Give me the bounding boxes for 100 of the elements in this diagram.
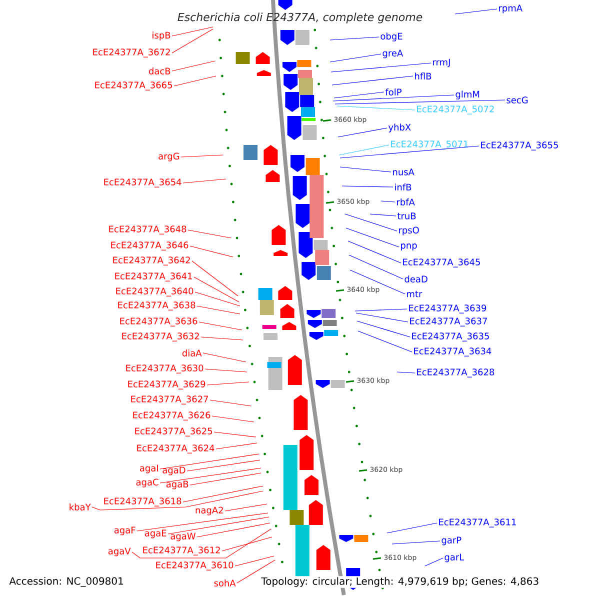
gene-label: EcE24377A_3654 — [104, 178, 182, 188]
gene-label: EcE24377A_3655 — [481, 142, 558, 150]
leader-line — [190, 246, 234, 258]
leader-line — [192, 260, 238, 296]
leader-line — [136, 512, 268, 532]
gene-label: dacB — [148, 68, 170, 74]
leader-line — [342, 186, 394, 188]
leader-line — [210, 400, 252, 406]
gene-label: EcE24377A_3672 — [93, 48, 170, 58]
gene-label: EcE24377A_3665 — [95, 82, 172, 90]
leader-line — [380, 200, 396, 202]
leader-line — [336, 106, 416, 110]
leader-line — [222, 536, 272, 552]
gene-label: agaE — [144, 530, 166, 538]
leader-line — [334, 100, 506, 104]
leader-line — [206, 382, 250, 386]
leader-line — [396, 372, 416, 374]
gene-label: infB — [395, 184, 412, 190]
gene-label: kbaY — [70, 504, 91, 510]
gene-label: EcE24377A_3632 — [122, 332, 199, 342]
leader-line — [200, 336, 244, 340]
gene-label: EcE24377A_3645 — [403, 258, 480, 268]
leader-line — [204, 368, 248, 372]
gene-label: EcE24377A_3630 — [126, 364, 204, 374]
gene-label: EcE24377A_3629 — [128, 380, 206, 390]
leader-line — [330, 62, 432, 72]
leader-line — [340, 146, 480, 158]
gene-label: EcE24377A_5071 — [391, 140, 468, 150]
leader-line — [182, 486, 264, 502]
gene-label: EcE24377A_3628 — [417, 368, 494, 378]
gene-label: yhbX — [388, 124, 411, 132]
gene-label: agaF — [114, 526, 136, 536]
leader-line — [172, 28, 214, 54]
leader-line — [344, 214, 398, 232]
gene-label: folP — [385, 88, 402, 96]
gene-label: EcE24377A_3642 — [113, 256, 190, 266]
gene-label: rbfA — [397, 198, 415, 206]
leader-line — [358, 330, 412, 352]
gene-label: rpmA — [499, 4, 522, 14]
gene-label: EcE24377A_3637 — [410, 318, 487, 326]
leader-line — [454, 8, 498, 14]
gene-label: glmM — [456, 90, 480, 100]
gene-label: agaB — [166, 480, 188, 490]
leader-line — [356, 312, 408, 322]
gene-label: EcE24377A_3626 — [133, 412, 210, 420]
gene-label: EcE24377A_3648 — [109, 226, 186, 234]
gene-label: EcE24377A_3641 — [115, 272, 192, 282]
gene-label: nagA2 — [196, 506, 223, 516]
gene-label: EcE24377A_3646 — [111, 242, 188, 250]
gene-label: argG — [158, 152, 180, 162]
gene-label: rpsO — [399, 226, 419, 236]
gene-label: greA — [382, 50, 404, 58]
gene-label: mtr — [407, 290, 422, 298]
gene-label: EcE24377A_3639 — [409, 304, 486, 314]
gene-label: EcE24377A_3638 — [118, 302, 196, 310]
gene-label: EcE24377A_3634 — [414, 348, 492, 356]
gene-label: sohA — [214, 580, 236, 586]
leader-line — [168, 516, 270, 534]
gene-label: agaC — [136, 478, 158, 488]
leader-line — [172, 26, 214, 36]
leader-line — [216, 442, 258, 450]
leader-line — [92, 490, 264, 510]
leader-line — [392, 540, 440, 544]
gene-label: truB — [397, 212, 416, 220]
gene-label: nusA — [393, 168, 414, 176]
leader-line — [330, 36, 380, 40]
gene-label: EcE24377A_3627 — [131, 396, 208, 404]
leader-line — [354, 308, 408, 312]
gene-label: EcE24377A_3625 — [135, 428, 212, 436]
leader-line — [194, 292, 240, 306]
gene-label: garP — [442, 536, 462, 546]
info-text: Topology: circular; Length: 4,979,619 bp; Genes: 4,863 — [260, 576, 540, 588]
leader-line — [334, 92, 384, 98]
leader-line — [180, 154, 224, 158]
gene-label: rrmJ — [433, 58, 450, 68]
leader-line — [370, 214, 396, 216]
leader-line — [346, 228, 400, 248]
leader-line — [190, 472, 262, 486]
gene-label: EcE24377A_3640 — [116, 288, 194, 296]
title: Escherichia coli E24377A, complete genome — [178, 12, 422, 24]
leader-line — [234, 556, 274, 566]
gene-label: secG — [506, 96, 528, 104]
leader-line — [332, 94, 454, 102]
leader-line — [348, 240, 402, 264]
leader-line — [340, 166, 392, 172]
gene-label: agaD — [162, 466, 186, 476]
leader-line — [188, 230, 232, 238]
leader-line — [194, 276, 240, 302]
leader-line — [224, 504, 268, 512]
leader-line — [356, 320, 410, 338]
leader-line — [338, 144, 390, 156]
leader-line — [236, 560, 276, 584]
leader-line — [132, 528, 272, 558]
gene-label: agaV — [108, 548, 131, 556]
leader-line — [338, 128, 388, 138]
gene-label: EcE24377A_5072 — [417, 106, 494, 114]
gene-label: pnp — [401, 244, 417, 250]
gene-label: agaW — [170, 532, 196, 542]
leader-line — [160, 468, 262, 484]
leader-line — [212, 416, 254, 422]
